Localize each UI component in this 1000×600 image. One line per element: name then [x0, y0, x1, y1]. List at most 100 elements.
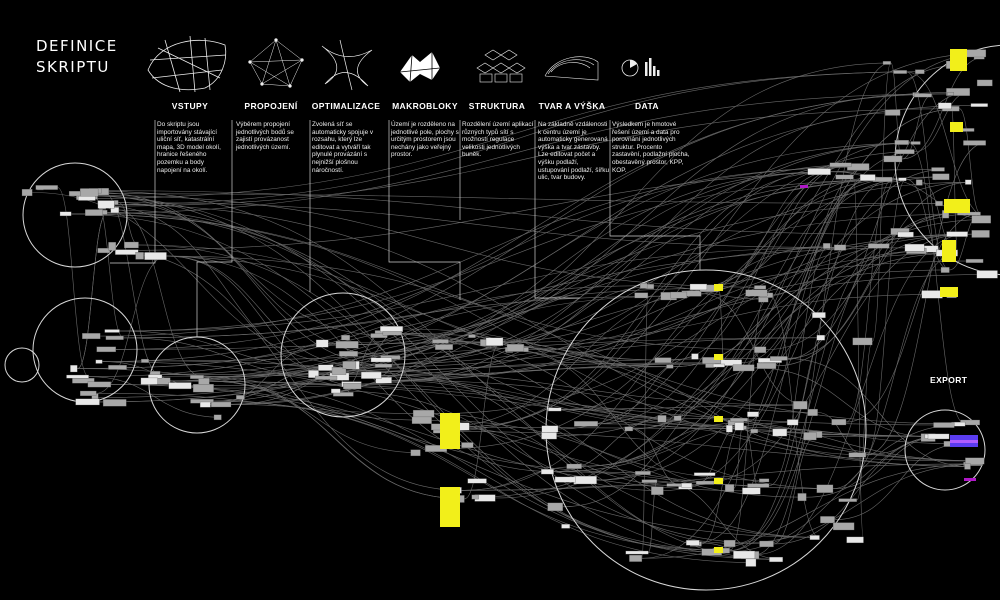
yellow-panel-6[interactable] [942, 240, 956, 262]
grasshopper-component-node[interactable] [769, 356, 788, 361]
grasshopper-component-node[interactable] [108, 242, 117, 251]
grasshopper-component-node[interactable] [769, 556, 783, 563]
grasshopper-component-node[interactable] [370, 357, 392, 363]
grasshopper-component-node[interactable] [361, 371, 382, 379]
grasshopper-component-node[interactable] [213, 414, 222, 421]
yellow-panel-4[interactable] [950, 122, 963, 132]
grasshopper-component-node[interactable] [673, 415, 682, 421]
grasshopper-component-node[interactable] [105, 335, 124, 340]
grasshopper-component-node[interactable] [759, 478, 770, 483]
grasshopper-component-node[interactable] [786, 419, 799, 426]
grasshopper-component-node[interactable] [834, 244, 847, 251]
grasshopper-component-node[interactable] [124, 241, 139, 249]
grasshopper-component-node[interactable] [140, 377, 158, 385]
grasshopper-component-node[interactable] [689, 283, 708, 291]
grasshopper-component-node[interactable] [468, 334, 476, 338]
grasshopper-component-node[interactable] [712, 363, 725, 368]
grasshopper-component-node[interactable] [963, 140, 986, 146]
grasshopper-component-node[interactable] [110, 207, 120, 214]
grasshopper-component-node[interactable] [651, 486, 664, 495]
grasshopper-component-node[interactable] [730, 417, 748, 422]
grasshopper-component-node[interactable] [691, 353, 699, 360]
grasshopper-component-node[interactable] [965, 179, 972, 185]
grasshopper-component-node[interactable] [910, 141, 921, 145]
grasshopper-component-node[interactable] [561, 524, 570, 529]
grasshopper-component-node[interactable] [868, 243, 890, 249]
grasshopper-component-node[interactable] [872, 176, 893, 182]
grasshopper-component-node[interactable] [79, 188, 99, 197]
grasshopper-component-node[interactable] [897, 231, 914, 238]
grasshopper-component-node[interactable] [654, 357, 672, 363]
grasshopper-component-node[interactable] [859, 174, 876, 181]
grasshopper-component-node[interactable] [932, 173, 950, 181]
grasshopper-component-node[interactable] [747, 483, 770, 488]
grasshopper-component-node[interactable] [852, 337, 873, 346]
grasshopper-component-node[interactable] [971, 215, 991, 224]
grasshopper-component-node[interactable] [726, 424, 733, 433]
grasshopper-component-node[interactable] [848, 452, 867, 458]
grasshopper-component-node[interactable] [541, 425, 559, 433]
grasshopper-component-node[interactable] [754, 346, 767, 353]
grasshopper-component-node[interactable] [541, 432, 557, 440]
grasshopper-component-node[interactable] [964, 49, 987, 58]
grasshopper-component-node[interactable] [634, 292, 649, 299]
grasshopper-component-node[interactable] [566, 463, 582, 469]
grasshopper-component-node[interactable] [335, 341, 359, 349]
grasshopper-component-node[interactable] [541, 469, 554, 475]
grasshopper-component-node[interactable] [742, 487, 761, 495]
grasshopper-component-node[interactable] [723, 539, 736, 548]
grasshopper-component-node[interactable] [85, 209, 103, 216]
grasshopper-component-node[interactable] [573, 475, 597, 485]
grasshopper-component-node[interactable] [756, 362, 777, 369]
grasshopper-component-node[interactable] [318, 364, 334, 371]
grasshopper-component-node[interactable] [947, 92, 954, 96]
yellow-panel-7[interactable] [940, 287, 958, 297]
grasshopper-component-node[interactable] [341, 334, 350, 341]
grasshopper-component-node[interactable] [461, 442, 474, 448]
grasshopper-component-node[interactable] [168, 382, 192, 390]
grasshopper-component-node[interactable] [772, 428, 788, 437]
grasshopper-component-node[interactable] [635, 471, 651, 475]
grasshopper-component-node[interactable] [946, 88, 970, 96]
grasshopper-component-node[interactable] [104, 329, 120, 333]
grasshopper-component-node[interactable] [666, 364, 674, 369]
grasshopper-component-node[interactable] [625, 550, 649, 555]
grasshopper-component-node[interactable] [96, 346, 116, 353]
grasshopper-component-node[interactable] [82, 333, 101, 340]
grasshopper-component-node[interactable] [554, 476, 576, 483]
grasshopper-component-node[interactable] [693, 472, 716, 476]
grasshopper-component-node[interactable] [750, 428, 759, 434]
grasshopper-component-node[interactable] [432, 339, 449, 344]
grasshopper-component-node[interactable] [829, 162, 852, 168]
grasshopper-component-node[interactable] [66, 374, 89, 379]
yellow-panel-2[interactable] [440, 487, 460, 527]
grasshopper-component-node[interactable] [846, 536, 864, 544]
grasshopper-component-node[interactable] [70, 365, 78, 373]
grasshopper-component-node[interactable] [148, 374, 163, 379]
grasshopper-component-node[interactable] [199, 401, 211, 408]
grasshopper-component-node[interactable] [970, 103, 988, 107]
grasshopper-component-node[interactable] [412, 409, 435, 418]
grasshopper-component-node[interactable] [812, 312, 826, 319]
grasshopper-component-node[interactable] [838, 498, 857, 502]
grasshopper-component-node[interactable] [904, 243, 925, 252]
grasshopper-component-node[interactable] [624, 426, 633, 432]
grasshopper-component-node[interactable] [971, 230, 990, 238]
grasshopper-component-node[interactable] [370, 333, 388, 338]
grasshopper-component-node[interactable] [87, 381, 112, 388]
grasshopper-component-node[interactable] [940, 267, 950, 273]
grasshopper-component-node[interactable] [574, 421, 598, 427]
grasshopper-component-node[interactable] [506, 344, 525, 352]
grasshopper-component-node[interactable] [724, 484, 735, 492]
yellow-panel-1[interactable] [440, 413, 460, 449]
grasshopper-component-node[interactable] [938, 102, 952, 110]
grasshopper-component-node[interactable] [308, 370, 319, 378]
grasshopper-component-node[interactable] [657, 415, 667, 423]
grasshopper-component-node[interactable] [548, 407, 562, 412]
grasshopper-component-node[interactable] [666, 483, 682, 487]
grasshopper-component-node[interactable] [946, 231, 968, 237]
yellow-panel-3[interactable] [950, 49, 967, 71]
grasshopper-component-node[interactable] [339, 351, 358, 357]
grasshopper-component-node[interactable] [915, 69, 925, 74]
grasshopper-component-node[interactable] [745, 289, 768, 297]
